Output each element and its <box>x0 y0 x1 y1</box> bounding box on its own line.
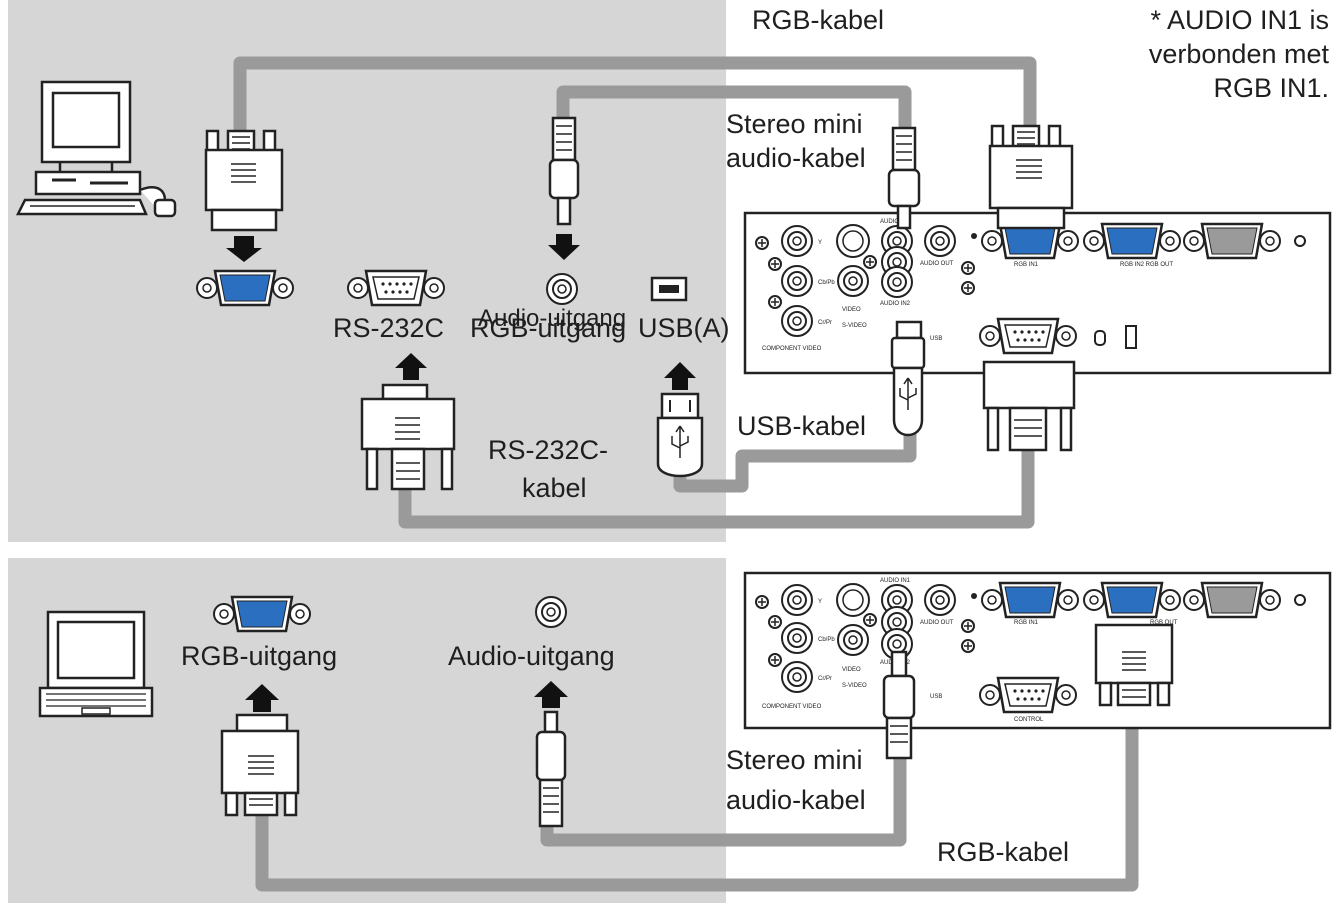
panel-label-component: COMPONENT VIDEO <box>762 346 822 352</box>
panel-label-crpr: Cr/Pr <box>818 320 832 326</box>
projector-audio-plug-bottom <box>882 650 916 760</box>
projector-usb-b-plug <box>890 320 926 437</box>
top-audio-cable <box>556 85 912 133</box>
panel-label-video: VIDEO <box>842 307 861 313</box>
top-rgb-cable <box>233 56 1037 135</box>
projector-audio-plug-top <box>887 126 921 230</box>
top-rs232-plug <box>360 383 456 491</box>
top-rs232-cable-label-1: RS-232C- <box>488 435 609 465</box>
top-projector-panel: Y Cb/Pb Cr/Pr COMPONENT VIDEO VIDEO S-VI… <box>743 211 1332 375</box>
note-line-1: * AUDIO IN1 is <box>1150 5 1329 35</box>
top-pc-vga-plug <box>204 129 284 232</box>
bottom-projector-panel: Y Cb/Pb Cr/Pr COMPONENT VIDEO VIDEO S-VI… <box>743 571 1332 730</box>
top-audio-out-label: Audio-uitgang <box>478 305 627 332</box>
svg-text:Y: Y <box>818 599 822 605</box>
arrow-up-icon <box>534 681 568 708</box>
projector-vga-plug-bottom <box>1094 623 1174 707</box>
bottom-rgb-cable <box>255 698 1139 892</box>
arrow-down-icon <box>548 234 580 260</box>
bottom-cables <box>255 698 1139 892</box>
svg-text:AUDIO IN1: AUDIO IN1 <box>880 578 911 584</box>
bottom-setup-panel <box>8 558 726 903</box>
panel-label-usb: USB <box>930 336 942 342</box>
arrow-down-icon <box>226 236 262 262</box>
bottom-stereo-cable-label-2: audio-kabel <box>726 785 866 815</box>
top-usb-cable-label: USB-kabel <box>737 411 867 441</box>
top-usb-port-label: USB(A) <box>638 313 730 343</box>
svg-text:Cr/Pr: Cr/Pr <box>818 676 832 682</box>
top-stereo-cable-label-2: audio-kabel <box>726 143 866 173</box>
bottom-laptop-vga-plug <box>220 713 300 817</box>
panel-label-audio-in1: AUDIO IN1 <box>880 219 911 225</box>
projector-rs232-plug <box>982 360 1076 452</box>
svg-text:S-VIDEO: S-VIDEO <box>842 683 867 689</box>
panel-label-rgb-out: RGB OUT <box>1150 620 1178 626</box>
arrow-up-icon <box>395 353 427 380</box>
svg-text:RGB IN1: RGB IN1 <box>1014 620 1039 626</box>
note-line-3: RGB IN1. <box>1213 72 1329 103</box>
top-rs232-port-label: RS-232C <box>333 313 445 343</box>
panel-label-rgb-in1: RGB IN1 <box>1014 262 1039 268</box>
note-line-2: verbonden met <box>1148 38 1329 69</box>
laptop-audio-out-jack <box>535 596 567 628</box>
bottom-stereo-cable-label-1: Stereo mini <box>726 745 863 775</box>
panel-label-cbpb: Cb/Pb <box>818 280 835 286</box>
top-rgb-out-label: RGB-uitgang <box>470 313 627 343</box>
top-usb-a-plug <box>656 392 704 478</box>
panel-label-audio-in2: AUDIO IN2 <box>880 301 911 307</box>
audio-in1-note: * AUDIO IN1 is verbonden met RGB IN1. <box>1149 4 1329 105</box>
bottom-rgb-cable-label: RGB-kabel <box>937 837 1070 867</box>
panel-label-y: Y <box>818 240 822 246</box>
svg-text:VIDEO: VIDEO <box>842 667 861 673</box>
bottom-laptop-audio-plug <box>535 710 567 828</box>
bottom-rgb-out-label: RGB-uitgang <box>181 641 338 671</box>
pc-usb-port <box>650 276 688 302</box>
top-usb-cable <box>673 423 917 493</box>
panel-label-control: CONTROL <box>1014 717 1044 723</box>
svg-text:USB: USB <box>930 694 942 700</box>
svg-text:AUDIO OUT: AUDIO OUT <box>920 620 954 626</box>
top-stereo-cable-label-1: Stereo mini <box>726 109 863 139</box>
panel-label-svideo: S-VIDEO <box>842 323 867 329</box>
panel-label-audio-out: AUDIO OUT <box>920 261 954 267</box>
bottom-audio-out-label: Audio-uitgang <box>448 641 615 671</box>
svg-text:COMPONENT VIDEO: COMPONENT VIDEO <box>762 704 822 710</box>
top-rs232-cable <box>398 445 1035 529</box>
top-pc-audio-plug <box>548 116 580 226</box>
top-rgb-cable-label: RGB-kabel <box>752 5 885 35</box>
bottom-audio-cable <box>540 733 907 847</box>
desktop-computer-icon <box>15 80 177 218</box>
laptop-computer-icon <box>38 610 154 718</box>
projector-vga-plug-top <box>988 124 1074 230</box>
arrow-up-icon <box>245 684 279 712</box>
pc-audio-out-jack <box>546 273 578 305</box>
arrow-up-icon <box>664 362 696 390</box>
svg-text:Cb/Pb: Cb/Pb <box>818 637 835 643</box>
panel-label-rgb-in2-out: RGB IN2 RGB OUT <box>1120 262 1173 268</box>
top-cables <box>233 56 1037 529</box>
top-rs232-cable-label-2: kabel <box>522 473 587 503</box>
